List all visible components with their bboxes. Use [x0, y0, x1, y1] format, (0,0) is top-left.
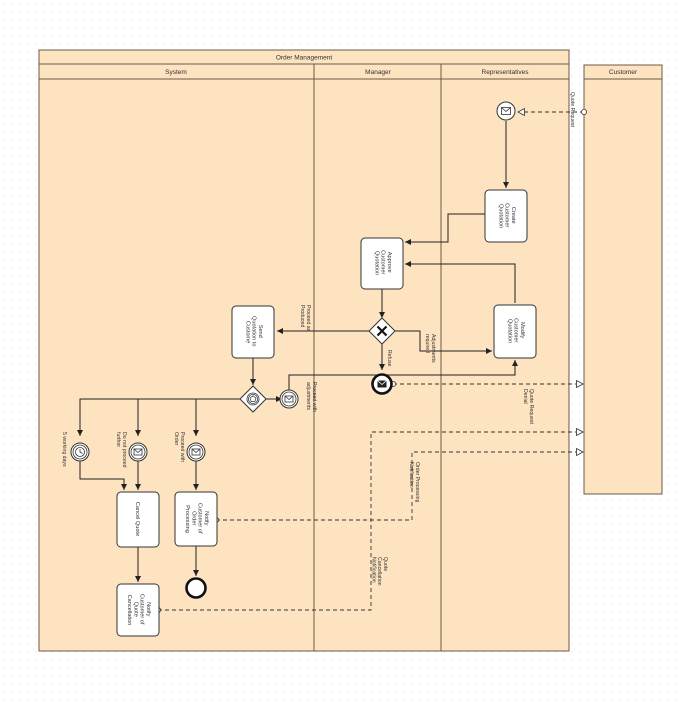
task-modify-label: Modify Customer Quotation — [506, 318, 525, 344]
label-quote-cancellation-notification: Quote Cancellation Notification — [370, 557, 388, 587]
event-based-gateway-icon — [246, 392, 260, 406]
lane-title-representatives: Representatives — [482, 69, 530, 76]
proceed-with-order-catch-event[interactable] — [186, 442, 206, 462]
message-flows — [158, 112, 584, 610]
label-order-processing-notification: Order Processing Notification — [408, 462, 420, 504]
label-proceed-with-adjustments: Proceed with adjustments — [305, 382, 317, 413]
approval-exclusive-gateway[interactable] — [368, 317, 396, 345]
flow-adjust-to-modify — [288, 360, 518, 391]
flow-eventgateway-to-timer — [77, 398, 240, 436]
label-five-working-days: 5 working days — [61, 432, 67, 467]
timer-icon — [75, 447, 85, 457]
message-catch-icon — [284, 395, 294, 403]
label-quote-request-denial: Quote Request Denial — [522, 389, 534, 425]
task-notify-quote-cancellation[interactable]: Notify Customer of Quote Cancellation — [116, 583, 160, 637]
label-refuse: Refuse — [386, 350, 392, 367]
message-start-event[interactable] — [496, 101, 516, 121]
flow-create-to-approve — [405, 213, 485, 245]
customer-pool-title: Customer — [609, 69, 638, 76]
task-notify-cancel-label: Notify Customer of Quote Cancellation — [126, 594, 151, 626]
five-working-days-timer-event[interactable] — [70, 442, 90, 462]
label-adjustments-required: Adjustments required — [424, 334, 436, 364]
end-event-icon — [185, 577, 207, 599]
task-approve-customer-quotation[interactable]: Approve Customer Quotation — [360, 237, 404, 290]
task-send-label: Send Quotation to Custome — [244, 316, 263, 348]
refuse-end-event[interactable] — [371, 373, 393, 395]
message-catch-icon — [133, 448, 143, 456]
label-proceed-with-order: Proceed with Order — [173, 432, 185, 463]
proceed-adjustments-catch-event[interactable] — [279, 389, 299, 409]
label-proceed-as-produced: Proceed as Produced — [299, 305, 311, 333]
lane-title-manager: Manager — [365, 69, 391, 76]
message-flow-quote-cancellation — [158, 432, 583, 610]
task-notify-order-processing[interactable]: Notify Customer of Order Processing — [174, 491, 218, 547]
exclusive-gateway-icon — [376, 325, 388, 337]
flow-timer-to-cancel — [79, 461, 127, 490]
flow-gateway-to-modify — [395, 330, 492, 354]
label-quote-request: Quote Request — [569, 92, 575, 127]
flow-modify-to-approve — [405, 261, 516, 303]
task-send-quotation[interactable]: Send Quotation to Custome — [231, 305, 275, 359]
response-event-based-gateway[interactable] — [239, 385, 267, 413]
message-throw-icon — [377, 380, 387, 388]
pool-title: Order Management — [276, 55, 333, 62]
label-do-not-proceed: Do not proceed further — [115, 432, 127, 469]
message-start-icon — [501, 107, 511, 115]
task-create-label: Create Customer Quotation — [497, 203, 516, 229]
task-notify-processing-label: Notify Customer of Order Processing — [184, 503, 209, 535]
task-modify-customer-quotation[interactable]: Modify Customer Quotation — [493, 304, 537, 359]
task-cancel-quote[interactable]: Cancel Quote — [116, 491, 160, 548]
message-catch-icon — [191, 448, 201, 456]
task-cancel-label: Cancel Quote — [134, 502, 140, 536]
do-not-proceed-catch-event[interactable] — [128, 442, 148, 462]
lane-title-system: System — [165, 69, 187, 76]
order-processed-end-event[interactable] — [185, 577, 207, 599]
task-approve-label: Approve Customer Quotation — [373, 250, 392, 276]
customer-pool — [583, 64, 663, 495]
task-create-customer-quotation[interactable]: Create Customer Quotation — [484, 189, 528, 243]
